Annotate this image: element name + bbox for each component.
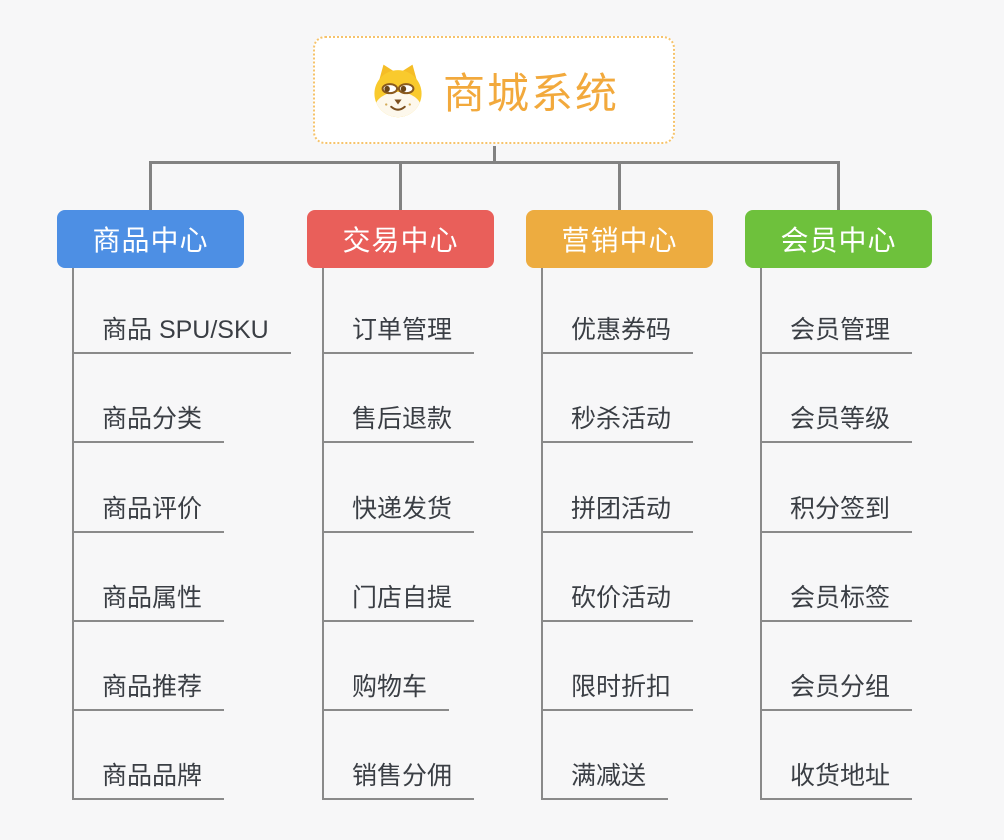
leaf-item[interactable]: 优惠券码: [541, 300, 694, 354]
leaf-item[interactable]: 订单管理: [322, 300, 475, 354]
leaf-item[interactable]: 商品属性: [72, 568, 225, 622]
leaf-item[interactable]: 门店自提: [322, 568, 475, 622]
leaf-item[interactable]: 积分签到: [760, 479, 913, 533]
connector-branch-drop: [149, 161, 152, 210]
leaf-item[interactable]: 会员分组: [760, 657, 913, 711]
leaf-item[interactable]: 会员等级: [760, 389, 913, 443]
leaf-item[interactable]: 销售分佣: [322, 746, 475, 800]
branch-line: [541, 268, 543, 800]
leaf-item[interactable]: 限时折扣: [541, 657, 694, 711]
branch-line: [322, 268, 324, 800]
connector-branch-drop: [399, 161, 402, 210]
leaf-item[interactable]: 会员管理: [760, 300, 913, 354]
leaf-item[interactable]: 商品推荐: [72, 657, 225, 711]
branch-box-1[interactable]: 商品中心: [57, 210, 244, 268]
connector-root-drop: [493, 146, 496, 163]
branch-box-3[interactable]: 营销中心: [526, 210, 713, 268]
leaf-item[interactable]: 购物车: [322, 657, 450, 711]
branch-box-4[interactable]: 会员中心: [745, 210, 932, 268]
leaf-item[interactable]: 商品评价: [72, 479, 225, 533]
leaf-item[interactable]: 商品分类: [72, 389, 225, 443]
connector-bus: [149, 161, 840, 164]
connector-branch-drop: [618, 161, 621, 210]
leaf-item[interactable]: 快递发货: [322, 479, 475, 533]
branch-line: [72, 268, 74, 800]
leaf-item[interactable]: 售后退款: [322, 389, 475, 443]
leaf-item[interactable]: 拼团活动: [541, 479, 694, 533]
dog-face-icon: [369, 61, 427, 119]
leaf-item[interactable]: 商品 SPU/SKU: [72, 300, 291, 354]
root-node[interactable]: 商城系统: [313, 36, 675, 144]
leaf-item[interactable]: 商品品牌: [72, 746, 225, 800]
leaf-item[interactable]: 秒杀活动: [541, 389, 694, 443]
leaf-item[interactable]: 收货地址: [760, 746, 913, 800]
branch-box-2[interactable]: 交易中心: [307, 210, 494, 268]
leaf-item[interactable]: 砍价活动: [541, 568, 694, 622]
leaf-item[interactable]: 会员标签: [760, 568, 913, 622]
root-title: 商城系统: [442, 69, 619, 117]
branch-line: [760, 268, 762, 800]
connector-branch-drop: [837, 161, 840, 210]
leaf-item[interactable]: 满减送: [541, 746, 669, 800]
